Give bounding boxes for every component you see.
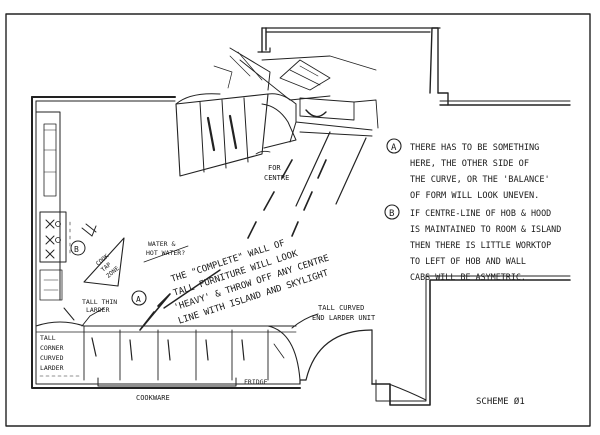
cook-tap-zone-label: COOK TAP ZONE	[95, 253, 121, 280]
note-a-line: THERE HAS TO BE SOMETHING	[410, 143, 539, 153]
note-b: B IF CENTRE-LINE OF HOB & HOOD IS MAINTA…	[389, 208, 561, 282]
note-b-line: CABS WILL BE ASYMETRIC.	[410, 272, 526, 282]
note-a-marker: A	[391, 143, 397, 153]
bottom-tall-units	[35, 321, 301, 381]
tall-curved-label: END LARDER UNIT	[312, 314, 376, 322]
note-b-line: IS MAINTAINED TO ROOM & ISLAND	[410, 224, 561, 234]
complete-wall-note: THE "COMPLETE" WALL OF TALL FURNITURE WI…	[170, 239, 331, 327]
tall-corner-label: LARDER	[40, 364, 64, 372]
note-b-marker: B	[389, 209, 394, 219]
floor-plan-walls	[31, 27, 571, 406]
plan-a-circle	[131, 290, 147, 306]
for-centre-label: CENTRE	[264, 174, 289, 182]
note-b-line: THEN THERE IS LITTLE WORKTOP	[410, 240, 551, 250]
note-a-line: HERE, THE OTHER SIDE OF	[410, 159, 529, 169]
plan-marker-a: A	[136, 295, 141, 304]
note-b-line: IF CENTRE-LINE OF HOB & HOOD	[410, 208, 551, 218]
fridge-label: FRIDGE	[244, 378, 268, 386]
cookware-label: COOKWARE	[136, 394, 170, 402]
cook-tap-zone	[70, 237, 125, 287]
annotation-arrows	[63, 245, 319, 331]
note-a-line: OF FORM WILL LOOK UNEVEN.	[410, 191, 539, 201]
marker-circles	[131, 138, 402, 306]
tall-curved-label: TALL CURVED	[318, 304, 364, 312]
water-label: WATER &	[148, 240, 175, 248]
note-b-line: TO LEFT OF HOB AND WALL	[410, 256, 526, 266]
tall-corner-label: TALL	[40, 334, 56, 342]
tall-thin-label: TALL THIN	[82, 298, 117, 306]
kitchen-perspective	[175, 47, 379, 207]
note-a-circle	[386, 138, 402, 154]
tall-thin-label: LARDER	[86, 306, 110, 314]
page-frame	[5, 13, 591, 427]
frame-corner-mark	[573, 13, 591, 31]
cookware-bracket	[97, 377, 237, 387]
note-a-line: THE CURVE, OR THE 'BALANCE'	[410, 175, 550, 185]
note-b-circle	[384, 204, 400, 220]
plan-marker-b: B	[74, 245, 79, 254]
centre-line-dashes	[247, 159, 327, 239]
door-swing	[305, 329, 427, 401]
note-a: A THERE HAS TO BE SOMETHING HERE, THE OT…	[391, 143, 550, 201]
scheme-label: SCHEME Ø1	[476, 396, 525, 407]
water-label: HOT WATER?	[146, 249, 185, 257]
tall-corner-label: CURVED	[40, 354, 64, 362]
tall-corner-label: CORNER	[40, 344, 64, 352]
left-wall-units	[35, 111, 97, 301]
for-centre-label: FOR	[268, 164, 281, 172]
